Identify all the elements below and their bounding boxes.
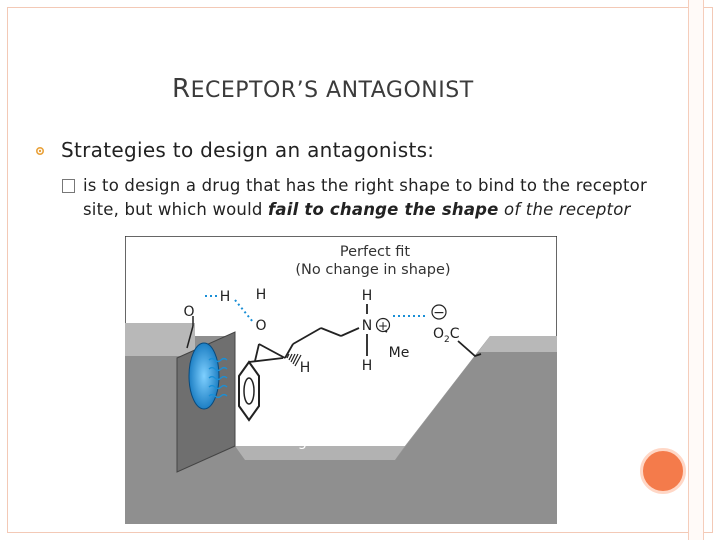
hydrophobic-region <box>188 342 220 410</box>
vdw-interaction-lines <box>208 357 228 399</box>
square-bullet-icon <box>62 179 75 193</box>
receptor-top-right <box>478 336 557 352</box>
atom-h-bottom-left: H <box>300 360 311 376</box>
methyl-label: Me <box>389 345 410 361</box>
receptor-top-left <box>125 323 195 356</box>
negative-charge-sign: − <box>433 305 445 321</box>
slide-title: RECEPTOR’S ANTAGONIST <box>172 74 474 104</box>
bullet-level-2-emphasis: fail to change the shape <box>268 200 499 219</box>
title-apostrophe: ’ <box>296 78 305 103</box>
slide-frame <box>7 7 713 533</box>
receptor-binding-diagram: Perfect fit (No change in shape) O H H O… <box>125 236 557 524</box>
hydrogen-bonds <box>205 295 425 323</box>
atom-h-bottom-right: H <box>362 358 373 374</box>
pocket-floor <box>235 446 405 460</box>
negative-charge-icon <box>431 304 447 320</box>
stereo-wedge <box>286 353 302 367</box>
carboxylate-label: O2C <box>433 326 460 345</box>
atom-h-left: H <box>220 289 231 305</box>
atom-n: N <box>362 318 372 334</box>
bullet-level-2: is to design a drug that has the right s… <box>62 174 682 222</box>
title-part-1: ECEPTOR <box>190 78 297 103</box>
atom-o-mid: O <box>255 318 266 334</box>
bullet-level-2-part-1: is to design a drug that has the right s… <box>83 176 647 219</box>
pocket-ramp <box>395 336 490 460</box>
binding-site-label: Binding site <box>252 434 338 450</box>
bullet-level-2-text: is to design a drug that has the right s… <box>83 174 682 222</box>
decorative-orange-circle <box>640 448 686 494</box>
caption-no-change: (No change in shape) <box>295 262 450 278</box>
positive-charge-icon <box>375 317 391 333</box>
slide-side-band <box>688 0 704 540</box>
atom-o-left: O <box>183 304 194 320</box>
bullet-level-1-text: Strategies to design an antagonists: <box>61 138 435 162</box>
atom-h-top-left: H <box>256 287 267 303</box>
sun-bullet-icon <box>35 146 45 156</box>
drug-skeleton <box>254 304 482 362</box>
caption-perfect-fit: Perfect fit <box>340 244 411 260</box>
title-initial: R <box>172 74 191 104</box>
positive-charge-sign: + <box>378 319 388 333</box>
bullet-level-2-part-2: of the receptor <box>498 200 631 219</box>
atom-h-top-right: H <box>362 288 373 304</box>
aromatic-ring <box>238 360 260 422</box>
bullet-level-1: Strategies to design an antagonists: <box>35 138 434 162</box>
title-part-2: S ANTAGONIST <box>304 78 474 103</box>
